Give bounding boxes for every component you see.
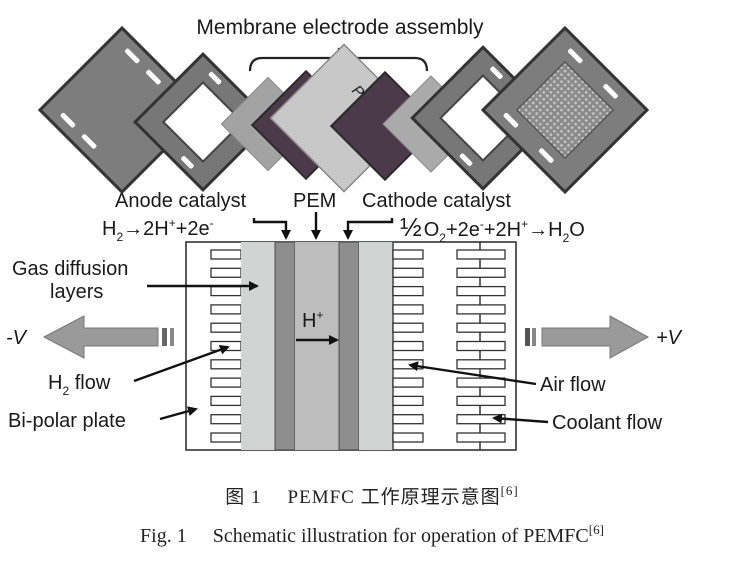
positive-terminal-arrow xyxy=(525,315,650,359)
cathode-end-plate xyxy=(480,25,650,195)
cathode-channel xyxy=(392,395,424,407)
anode-channel xyxy=(210,395,242,407)
minus-v-label: -V xyxy=(6,327,28,349)
coolant-channels xyxy=(456,249,506,443)
coolant-channel xyxy=(456,340,506,352)
gas-diffusion-label-1: Gas diffusion xyxy=(12,258,128,280)
pem-layer xyxy=(295,242,339,450)
coolant-channel xyxy=(456,377,506,388)
cathode-catalyst-layer xyxy=(338,241,360,451)
coolant-channel xyxy=(456,322,506,333)
caption-english: Fig. 1 Schematic illustration for operati… xyxy=(0,522,744,548)
plus-v-label: +V xyxy=(656,327,683,349)
mea-bracket xyxy=(248,47,429,72)
caption-en-text: Schematic illustration for operation of … xyxy=(212,525,589,547)
bipolar-plate-pointer xyxy=(159,406,198,421)
cathode-channel xyxy=(392,377,424,388)
anode-channel xyxy=(210,267,242,278)
cathode-catalyst-pointer xyxy=(343,218,394,240)
cathode-channel xyxy=(392,340,424,352)
caption-cn-prefix: 图 1 xyxy=(225,487,262,508)
coolant-channel xyxy=(456,285,506,297)
coolant-channel xyxy=(456,395,506,407)
h2-flow-pointer xyxy=(133,345,230,383)
caption-en-ref: [6] xyxy=(588,522,604,537)
cathode-channel xyxy=(392,432,424,443)
bipolar-plate-label: Bi-polar plate xyxy=(8,410,126,432)
anode-channel xyxy=(210,285,242,297)
cathode-gdl xyxy=(359,242,393,450)
pem-label: PEM xyxy=(293,190,336,212)
anode-channels xyxy=(210,249,242,443)
anode-reaction: H2→2H++2e- xyxy=(102,216,214,244)
anode-channel xyxy=(210,249,242,260)
cathode-channel xyxy=(392,285,424,297)
cathode-catalyst-label: Cathode catalyst xyxy=(362,190,511,212)
anode-flow-frame xyxy=(132,51,274,193)
coolant-channel xyxy=(456,267,506,278)
anode-catalyst-layer xyxy=(274,241,296,451)
caption-cn-ref: [6] xyxy=(500,483,519,498)
coolant-flow-pointer xyxy=(492,413,549,424)
air-flow-pointer xyxy=(408,361,537,386)
proton-label: H+ xyxy=(302,308,323,332)
coolant-channel xyxy=(456,304,506,315)
cell-cross-section xyxy=(185,241,517,451)
anode-channel xyxy=(210,340,242,352)
gas-diffusion-label-2: layers xyxy=(50,281,103,303)
cathode-channels xyxy=(392,249,424,443)
anode-channel xyxy=(210,304,242,315)
cathode-channel xyxy=(392,414,424,425)
caption-cn-text: PEMFC 工作原理示意图 xyxy=(287,487,501,508)
cathode-channel xyxy=(392,249,424,260)
caption-chinese: 图 1 PEMFC 工作原理示意图[6] xyxy=(0,482,744,509)
air-flow-label: Air flow xyxy=(540,374,606,396)
anode-catalyst-label: Anode catalyst xyxy=(115,190,247,212)
anode-channel xyxy=(210,359,242,370)
coolant-channel xyxy=(456,432,506,443)
mea-title: Membrane electrode assembly xyxy=(196,16,484,39)
exploded-stack: PEM xyxy=(37,25,650,195)
cathode-channel xyxy=(392,322,424,333)
anode-channel xyxy=(210,322,242,333)
caption-en-prefix: Fig. 1 xyxy=(140,525,187,547)
h2-flow-label: H2 flow xyxy=(48,372,111,398)
cathode-channel xyxy=(392,267,424,278)
coolant-channel xyxy=(456,249,506,260)
cathode-channel xyxy=(392,359,424,370)
anode-gdl xyxy=(241,242,275,450)
anode-channel xyxy=(210,432,242,443)
anode-channel xyxy=(210,377,242,388)
coolant-flow-label: Coolant flow xyxy=(552,412,663,434)
pemfc-diagram: Membrane electrode assembly PEM xyxy=(6,16,683,451)
anode-channel xyxy=(210,414,242,425)
cathode-channel xyxy=(392,304,424,315)
anode-catalyst-pointer xyxy=(252,218,291,240)
negative-terminal-arrow xyxy=(42,315,174,359)
coolant-channel xyxy=(456,359,506,370)
